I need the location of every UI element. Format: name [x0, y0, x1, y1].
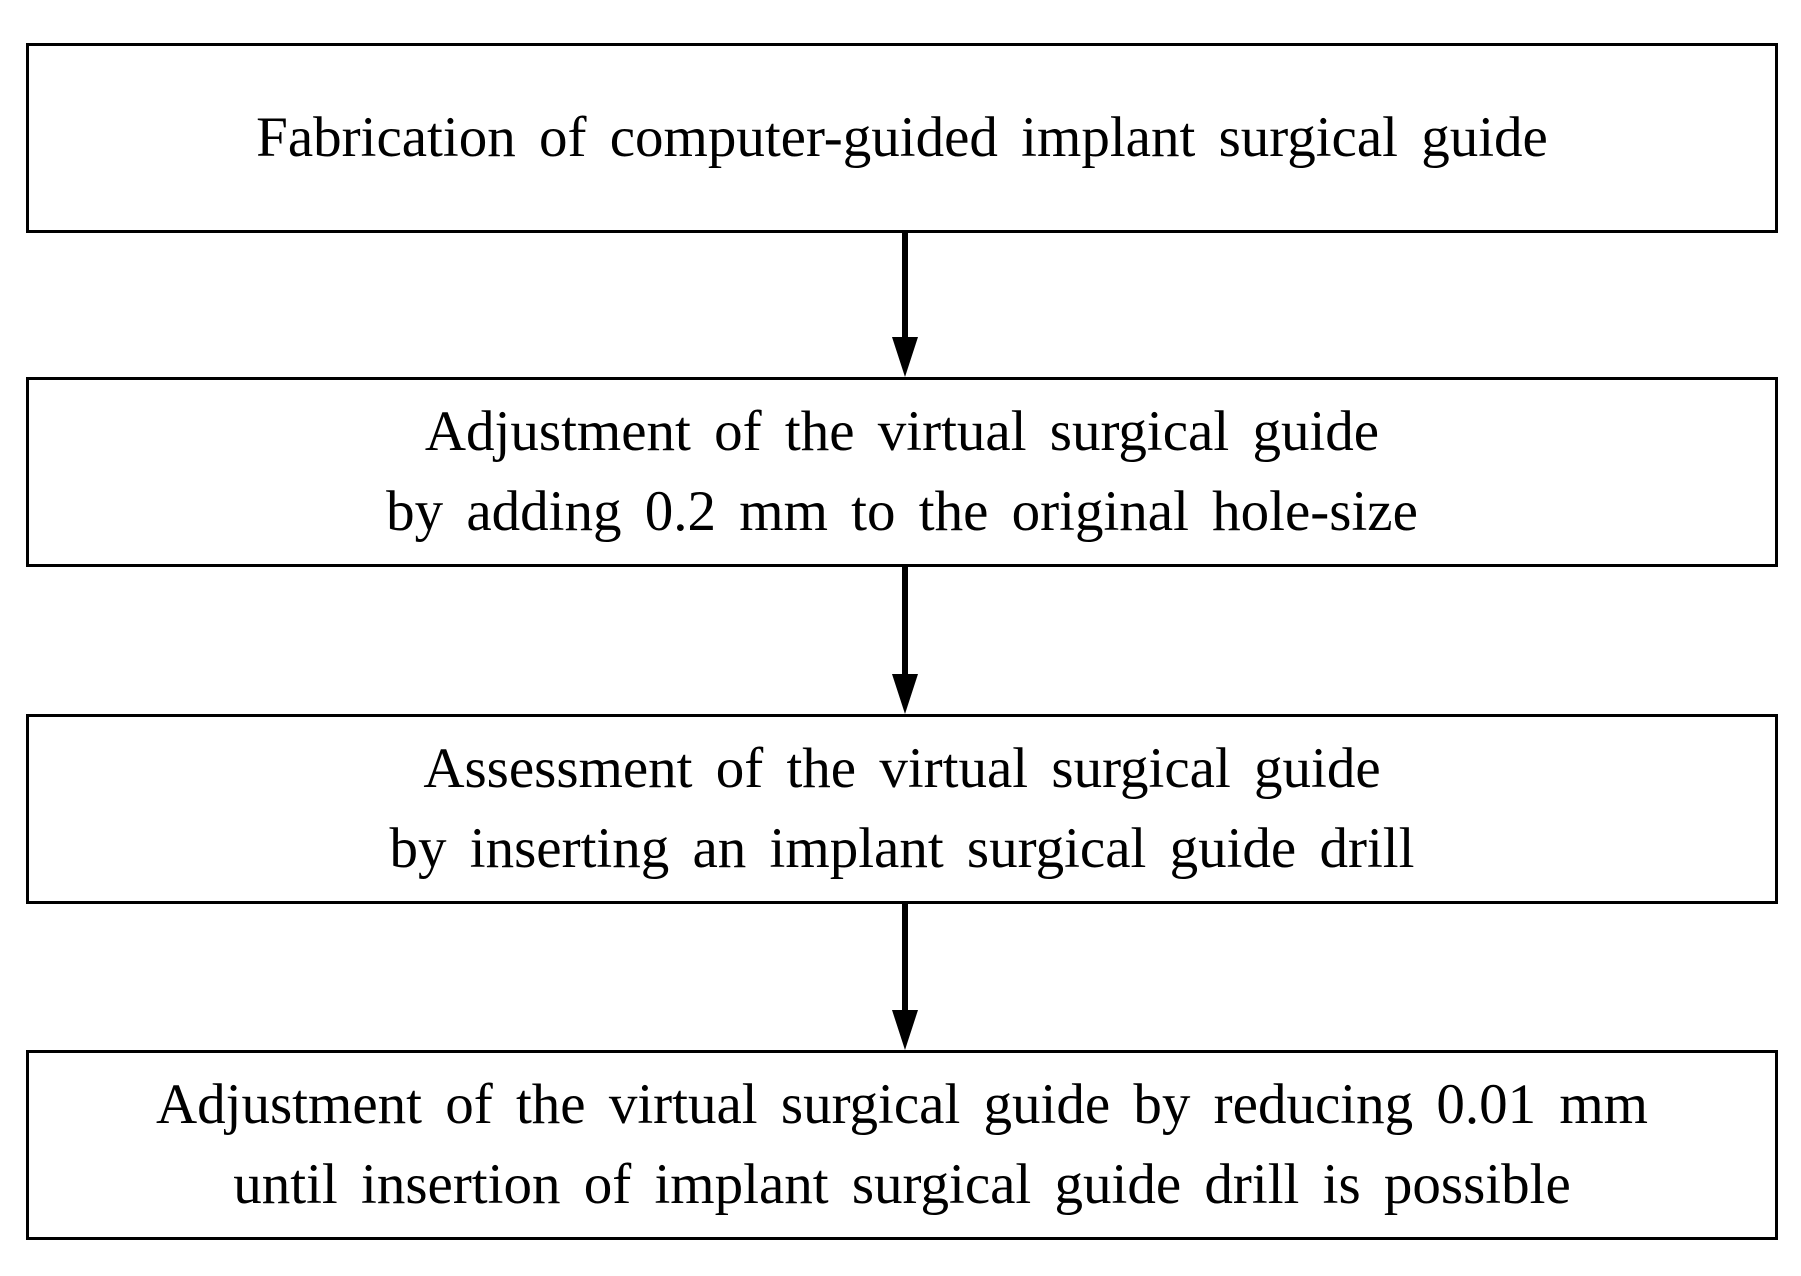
step-4-line-1: Adjustment of the virtual surgical guide… — [155, 1073, 1649, 1136]
arrow-down-icon — [892, 904, 918, 1050]
arrow-down-icon — [892, 233, 918, 377]
step-3-line-1: Assessment of the virtual surgical guide — [423, 737, 1381, 800]
arrow-down-icon — [892, 567, 918, 714]
step-4-line-2: until insertion of implant surgical guid… — [233, 1153, 1571, 1216]
step-box-fabrication: Fabrication of computer-guided implant s… — [26, 43, 1778, 233]
step-2-line-2: by adding 0.2 mm to the original hole-si… — [386, 480, 1418, 543]
step-1-line-1: Fabrication of computer-guided implant s… — [256, 106, 1548, 169]
step-box-assessment: Assessment of the virtual surgical guide… — [26, 714, 1778, 904]
step-box-adjustment-reduce: Adjustment of the virtual surgical guide… — [26, 1050, 1778, 1240]
step-box-adjustment-add: Adjustment of the virtual surgical guide… — [26, 377, 1778, 567]
step-3-line-2: by inserting an implant surgical guide d… — [389, 817, 1415, 880]
step-2-line-1: Adjustment of the virtual surgical guide — [424, 400, 1380, 463]
